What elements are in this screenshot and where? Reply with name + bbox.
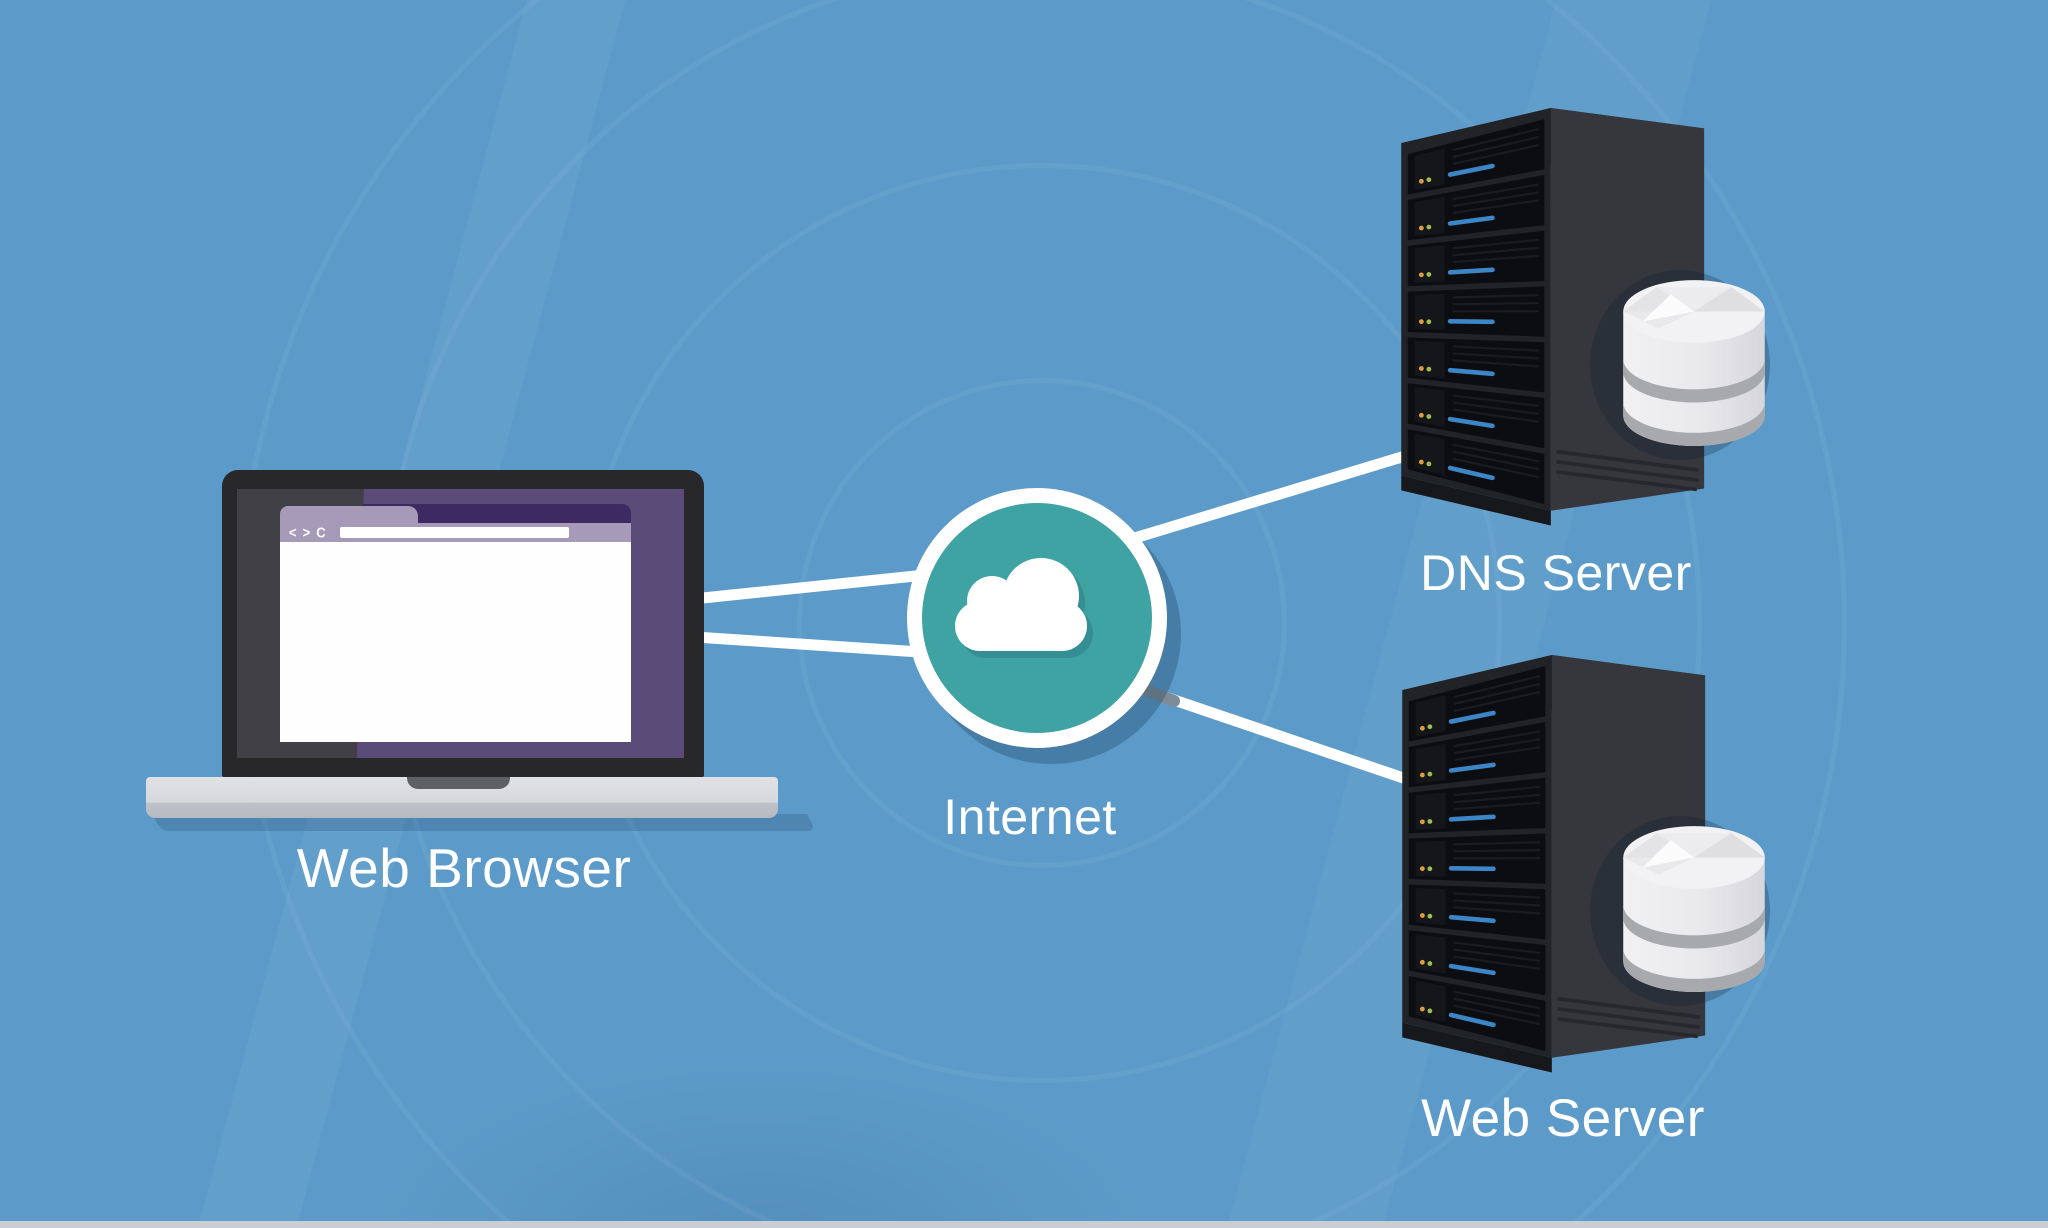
web-server-label: Web Server (1421, 1089, 1705, 1148)
dns-server-label: DNS Server (1420, 545, 1692, 601)
server-plinth (1401, 475, 1551, 526)
connection-line-internet-dns (1122, 447, 1421, 546)
server-side-groove (1557, 996, 1700, 1019)
laptop-notch (407, 777, 510, 789)
database-band (1623, 948, 1765, 992)
connection-line-browser-internet-upper (687, 569, 931, 605)
internet-node (907, 488, 1167, 748)
connection-line-shadowed-segment (1140, 684, 1180, 707)
server-side-groove (1556, 449, 1699, 472)
browser-window: < > C (280, 504, 631, 742)
browser-toolbar: < > C (280, 523, 631, 542)
dns-server-rack-icon (1401, 108, 1705, 526)
database-facet (1623, 857, 1694, 875)
database-band (1623, 358, 1765, 403)
database-facet (1656, 833, 1732, 858)
server-rack-units (1407, 119, 1545, 505)
internet-label: Internet (943, 789, 1117, 845)
browser-tab (280, 506, 418, 523)
server-side-groove (1557, 1017, 1698, 1039)
database-facet-highlight (1642, 294, 1694, 322)
reload-icon: C (316, 523, 326, 542)
database-band (1623, 904, 1765, 949)
server-plinth (1402, 1022, 1552, 1073)
database-facet (1694, 833, 1765, 858)
database-facet (1623, 311, 1694, 329)
bottom-edge-strip (0, 1221, 2048, 1228)
browser-titlebar (363, 504, 631, 523)
server-rack-units (1408, 666, 1546, 1052)
database-facet (1694, 287, 1765, 312)
database-band (1623, 402, 1765, 446)
database-body (1623, 857, 1765, 992)
web-server-rack-icon (1402, 655, 1706, 1073)
forward-icon: > (302, 523, 311, 542)
cloud-icon (907, 488, 1167, 748)
server-side-groove (1556, 470, 1697, 492)
database-body (1623, 311, 1765, 446)
server-side-groove (1556, 459, 1699, 483)
cloud-base (955, 601, 1087, 651)
database-facet (1656, 287, 1732, 312)
server-side-groove (1557, 1006, 1700, 1030)
web-browser-label: Web Browser (296, 837, 632, 899)
database-facet-highlight (1642, 840, 1694, 868)
back-icon: < (289, 523, 297, 542)
connection-line-browser-internet-lower (689, 631, 926, 658)
laptop-base (146, 777, 778, 818)
browser-nav-icons: < > C (289, 523, 326, 542)
database-icon (1623, 826, 1765, 992)
database-icon (1623, 280, 1765, 446)
url-bar (340, 527, 569, 538)
browser-page (280, 542, 631, 742)
